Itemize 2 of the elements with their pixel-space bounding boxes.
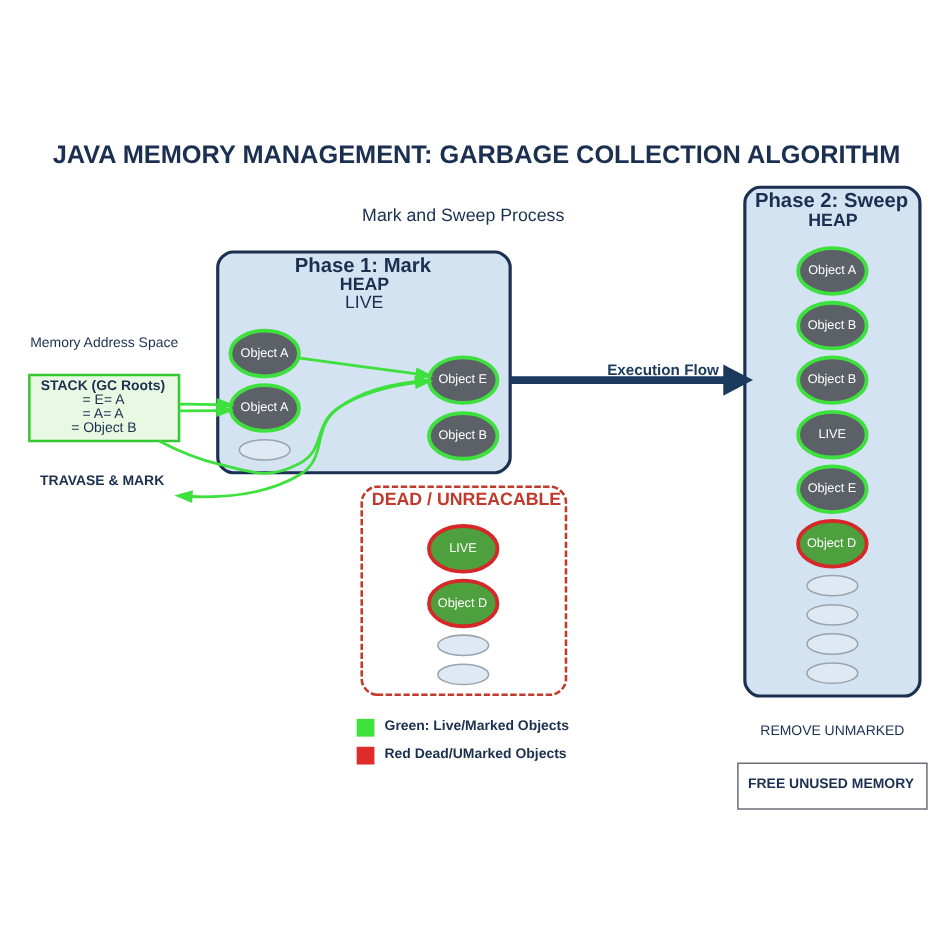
label: Mark and Sweep Process bbox=[362, 205, 565, 226]
diagram-title: JAVA MEMORY MANAGEMENT: GARBAGE COLLECTION ALGORITHM bbox=[52, 141, 901, 170]
